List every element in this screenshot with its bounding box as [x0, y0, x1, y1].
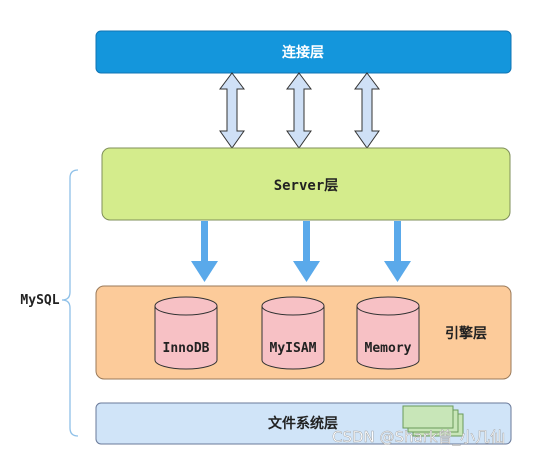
- engine-layer-label: 引擎层: [445, 325, 487, 342]
- down-arrow-1: [191, 221, 218, 282]
- server-layer-box: [101, 147, 511, 221]
- filesystem-layer-label: 文件系统层: [268, 415, 338, 432]
- connection-layer-label: 连接层: [282, 44, 324, 61]
- csdn-watermark: CSDN @Shark曾_小几仙: [332, 428, 505, 447]
- engine-cylinder-innodb: [154, 296, 218, 370]
- mysql-group-label: MySQL: [20, 293, 59, 308]
- connection-layer-box: [95, 30, 512, 74]
- engine-label-myisam: MyISAM: [270, 341, 317, 356]
- engine-label-memory: Memory: [365, 341, 412, 356]
- server-layer-label: Server层: [274, 178, 339, 194]
- engine-cylinder-myisam: [261, 296, 325, 370]
- engine-cylinder-memory: [356, 296, 420, 370]
- double-arrow-2: [286, 72, 312, 149]
- double-arrow-1: [219, 72, 245, 149]
- engine-label-innodb: InnoDB: [163, 341, 210, 356]
- double-arrow-3: [354, 72, 380, 149]
- file-stack-icon: [402, 405, 464, 437]
- mysql-brace: [61, 169, 79, 437]
- down-arrow-3: [384, 221, 411, 282]
- down-arrow-2: [293, 221, 320, 282]
